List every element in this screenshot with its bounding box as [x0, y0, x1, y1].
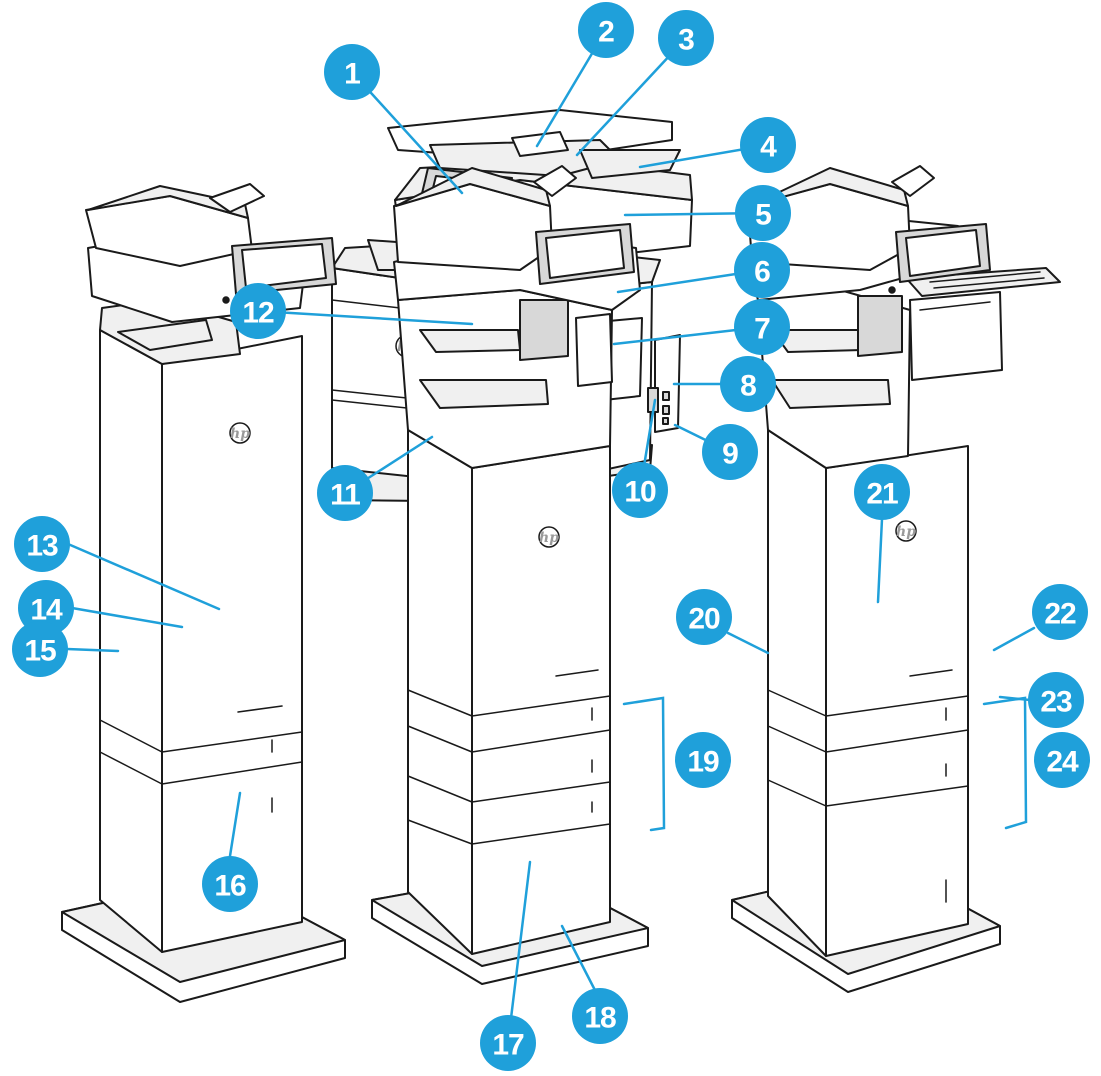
- callout-2: 2: [578, 2, 634, 58]
- hp-logo-middle: hp: [539, 530, 559, 546]
- svg-text:5: 5: [755, 199, 771, 232]
- svg-text:1: 1: [344, 58, 360, 91]
- svg-text:24: 24: [1046, 746, 1079, 779]
- callout-23: 23: [1028, 672, 1084, 728]
- callout-15: 15: [12, 621, 68, 677]
- leader-17: [506, 860, 532, 1045]
- callout-24: 24: [1034, 732, 1090, 788]
- callout-9: 9: [702, 424, 758, 480]
- svg-text:12: 12: [242, 297, 274, 330]
- callout-17: 17: [480, 1015, 536, 1071]
- leader-24: [982, 696, 1028, 830]
- callout-10: 10: [612, 462, 668, 518]
- callout-4: 4: [740, 117, 796, 173]
- callout-22: 22: [1032, 584, 1088, 640]
- callout-8: 8: [720, 356, 776, 412]
- svg-text:18: 18: [584, 1002, 616, 1035]
- leader-12: [256, 309, 474, 326]
- leader-16: [228, 791, 242, 858]
- svg-text:13: 13: [26, 530, 58, 563]
- callout-19: 19: [675, 732, 731, 788]
- callout-18: 18: [572, 988, 628, 1044]
- leader-22: [992, 626, 1036, 652]
- leader-15: [65, 647, 120, 653]
- svg-text:9: 9: [722, 438, 738, 471]
- leader-13: [66, 542, 221, 611]
- printer-middle-illustration: hp: [371, 165, 649, 985]
- svg-text:11: 11: [330, 479, 360, 512]
- svg-text:23: 23: [1040, 686, 1072, 719]
- callouts: 1 2 3 4 5 6 7 8 9 10 11 12 13 14 15 16 1…: [12, 2, 1090, 1071]
- svg-text:8: 8: [740, 370, 756, 403]
- leader-14: [70, 606, 184, 629]
- svg-text:7: 7: [754, 313, 770, 346]
- svg-text:15: 15: [24, 635, 56, 668]
- leader-21: [876, 517, 884, 604]
- leader-19: [622, 696, 666, 832]
- callout-16: 16: [202, 856, 258, 912]
- svg-text:16: 16: [214, 870, 246, 903]
- svg-text:14: 14: [30, 594, 63, 627]
- callout-20: 20: [676, 589, 732, 645]
- svg-text:21: 21: [866, 478, 898, 511]
- svg-text:19: 19: [687, 746, 719, 779]
- svg-text:2: 2: [598, 16, 614, 49]
- callout-1: 1: [324, 44, 380, 100]
- svg-text:10: 10: [624, 476, 656, 509]
- callout-12: 12: [230, 283, 286, 339]
- svg-text:6: 6: [754, 256, 770, 289]
- svg-text:20: 20: [688, 603, 720, 636]
- svg-text:4: 4: [760, 131, 777, 164]
- printer-right-illustration: hp: [731, 165, 1061, 993]
- callout-11: 11: [317, 465, 373, 521]
- callout-3: 3: [658, 10, 714, 66]
- callout-13: 13: [14, 516, 70, 572]
- callout-21: 21: [854, 464, 910, 520]
- callout-5: 5: [735, 185, 791, 241]
- printer-left-illustration: hp: [61, 183, 346, 1003]
- hp-logo-right: hp: [896, 524, 916, 540]
- callout-7: 7: [734, 299, 790, 355]
- svg-text:17: 17: [492, 1029, 524, 1062]
- callout-6: 6: [734, 242, 790, 298]
- callout-14: 14: [18, 580, 74, 636]
- svg-text:22: 22: [1044, 598, 1076, 631]
- hp-logo-left: hp: [230, 426, 250, 442]
- svg-text:3: 3: [678, 24, 694, 57]
- leader-20: [726, 631, 770, 655]
- leader-18: [560, 924, 602, 1002]
